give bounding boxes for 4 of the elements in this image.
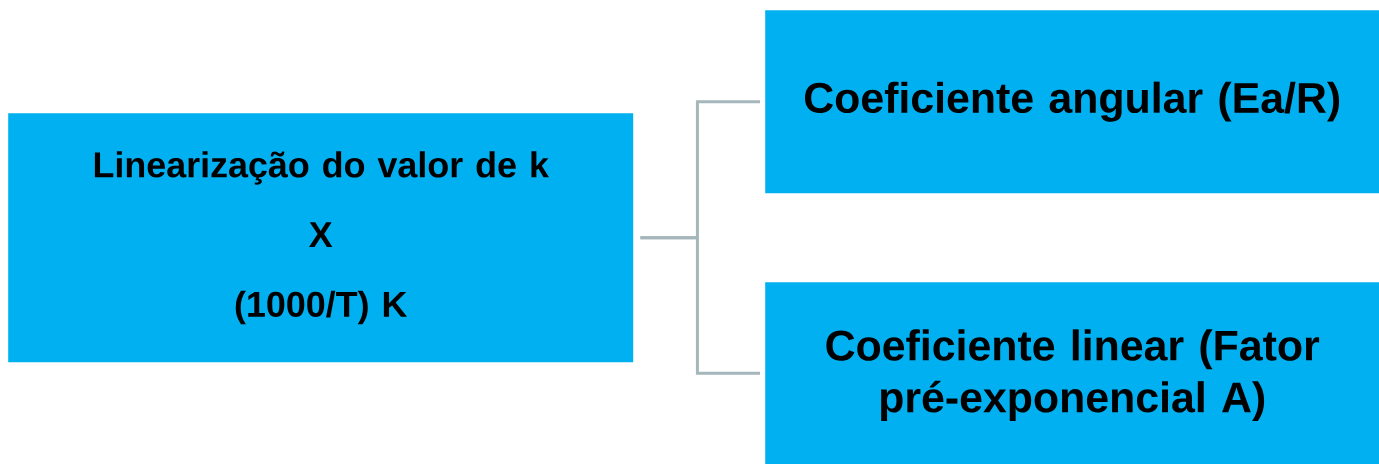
text-box: Coeficiente angular (Ea/R) bbox=[765, 10, 1379, 194]
connector-line bbox=[640, 236, 760, 375]
text-box: Coeficiente linear (Fator pré-exponencial A) bbox=[765, 282, 1379, 464]
text-box: Linearização do valor de k X (1000/T) K bbox=[8, 113, 634, 363]
